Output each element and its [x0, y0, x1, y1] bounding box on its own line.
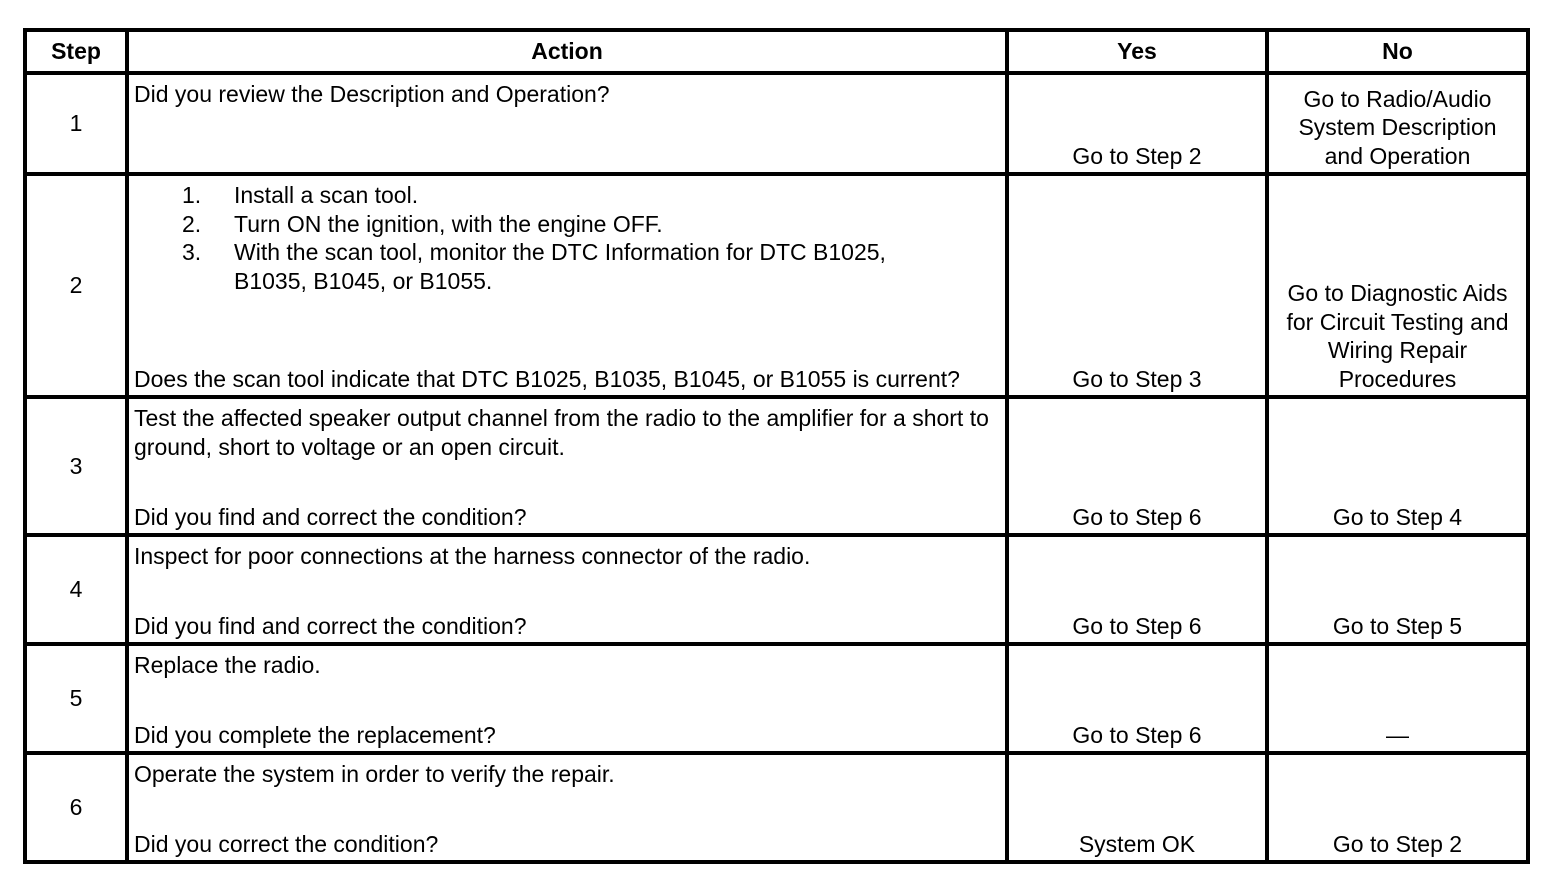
- action-text: Replace the radio.: [134, 652, 321, 678]
- table-row: 5 Replace the radio. Did you complete th…: [23, 642, 1530, 755]
- list-item: 3. With the scan tool, monitor the DTC I…: [182, 238, 1001, 295]
- no-cell: Go to Step 2: [1265, 751, 1530, 864]
- no-cell: Go to Step 4: [1265, 395, 1530, 537]
- list-text: Turn ON the ignition, with the engine OF…: [234, 210, 663, 237]
- diagnostic-table: Step Action Yes No 1 Did you review the …: [23, 28, 1530, 864]
- yes-cell: Go to Step 6: [1005, 642, 1269, 755]
- list-number: 2.: [182, 210, 202, 237]
- list-item: 2. Turn ON the ignition, with the engine…: [182, 210, 1001, 239]
- header-step: Step: [23, 28, 129, 75]
- question-text: Did you find and correct the condition?: [134, 612, 527, 639]
- step-number: 3: [23, 395, 129, 537]
- list-number: 3.: [182, 239, 202, 265]
- step-number: 4: [23, 533, 129, 646]
- table-row: 4 Inspect for poor connections at the ha…: [23, 533, 1530, 646]
- action-text: Did you review the Description and Opera…: [134, 81, 610, 107]
- no-cell: Go to Step 5: [1265, 533, 1530, 646]
- action-text: Inspect for poor connections at the harn…: [134, 543, 811, 569]
- header-no: No: [1265, 28, 1530, 75]
- action-cell: Operate the system in order to verify th…: [125, 751, 1009, 864]
- action-text: Operate the system in order to verify th…: [134, 761, 615, 787]
- question-text: Did you find and correct the condition?: [134, 503, 527, 530]
- action-cell: Inspect for poor connections at the harn…: [125, 533, 1009, 646]
- no-value-dash: —: [1386, 721, 1409, 748]
- instruction-list: 1. Install a scan tool. 2. Turn ON the i…: [134, 181, 1001, 295]
- action-text: Test the affected speaker output channel…: [134, 405, 989, 460]
- action-cell: Did you review the Description and Opera…: [125, 71, 1009, 176]
- no-cell: Go to Diagnostic Aids for Circuit Testin…: [1265, 172, 1530, 399]
- step-number: 2: [23, 172, 129, 399]
- list-item: 1. Install a scan tool.: [182, 181, 1001, 210]
- step-number: 6: [23, 751, 129, 864]
- question-text: Did you correct the condition?: [134, 830, 439, 857]
- list-number: 1.: [182, 182, 202, 208]
- action-cell: Replace the radio. Did you complete the …: [125, 642, 1009, 755]
- table-row: 1 Did you review the Description and Ope…: [23, 71, 1530, 176]
- list-text: Install a scan tool.: [234, 182, 419, 208]
- table-row: 2 1. Install a scan tool. 2. Turn ON the…: [23, 172, 1530, 399]
- table-row: 3 Test the affected speaker output chann…: [23, 395, 1530, 537]
- yes-cell: Go to Step 3: [1005, 172, 1269, 399]
- list-text: With the scan tool, monitor the DTC Info…: [234, 239, 886, 294]
- table-row: 6 Operate the system in order to verify …: [23, 751, 1530, 864]
- yes-cell: Go to Step 6: [1005, 395, 1269, 537]
- action-cell: Test the affected speaker output channel…: [125, 395, 1009, 537]
- yes-cell: Go to Step 2: [1005, 71, 1269, 176]
- header-row: Step Action Yes No: [23, 28, 1530, 75]
- action-cell: 1. Install a scan tool. 2. Turn ON the i…: [125, 172, 1009, 399]
- question-text: Does the scan tool indicate that DTC B10…: [134, 365, 960, 392]
- question-text: Did you complete the replacement?: [134, 721, 496, 748]
- no-cell: Go to Radio/Audio System Description and…: [1265, 71, 1530, 176]
- step-number: 5: [23, 642, 129, 755]
- step-number: 1: [23, 71, 129, 176]
- header-yes: Yes: [1005, 28, 1269, 75]
- no-cell: —: [1265, 642, 1530, 755]
- yes-cell: Go to Step 6: [1005, 533, 1269, 646]
- header-action: Action: [125, 28, 1009, 75]
- yes-cell: System OK: [1005, 751, 1269, 864]
